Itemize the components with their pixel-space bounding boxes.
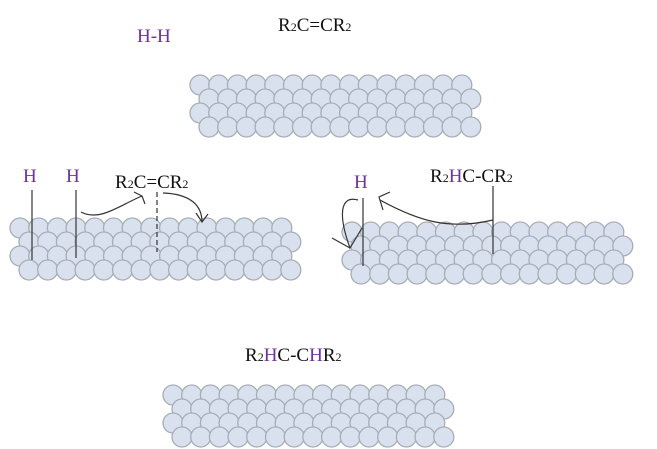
metal-atom bbox=[217, 116, 239, 138]
metal-atom bbox=[93, 259, 115, 281]
catalyst-surface-4 bbox=[162, 384, 455, 448]
metal-atom bbox=[74, 259, 96, 281]
metal-atom bbox=[273, 116, 295, 138]
adsorbed-hydrogen: H bbox=[354, 172, 368, 193]
metal-atom bbox=[254, 116, 276, 138]
metal-atom bbox=[291, 116, 314, 138]
metal-atom bbox=[167, 259, 190, 281]
metal-atom bbox=[235, 116, 258, 138]
arrowhead bbox=[378, 191, 391, 211]
metal-atom bbox=[347, 116, 370, 138]
metal-atom bbox=[283, 426, 305, 448]
metal-atom bbox=[55, 259, 78, 281]
arrow-curve bbox=[379, 199, 494, 225]
alkene-label: R2C=CR2 bbox=[278, 15, 351, 36]
metal-atom bbox=[385, 116, 407, 138]
metal-atom bbox=[574, 263, 597, 285]
metal-atom bbox=[261, 259, 283, 281]
metal-atom bbox=[425, 263, 447, 285]
adsorbed-alkene-label: R2C=CR2 bbox=[115, 172, 188, 193]
arrowhead bbox=[195, 212, 209, 224]
metal-atom bbox=[186, 259, 208, 281]
adsorbed-hydrogen-left: H bbox=[23, 166, 37, 187]
metal-atom bbox=[358, 426, 380, 448]
metal-atom bbox=[406, 263, 428, 285]
metal-atom bbox=[329, 116, 351, 138]
step3-bonds bbox=[331, 186, 494, 266]
adsorbed-hydrogen-right: H bbox=[66, 166, 80, 187]
metal-atom bbox=[111, 259, 134, 281]
metal-atom bbox=[190, 426, 212, 448]
metal-atom bbox=[208, 426, 231, 448]
metal-atom bbox=[377, 426, 399, 448]
metal-atom bbox=[441, 116, 463, 138]
metal-atom bbox=[350, 263, 372, 285]
metal-atom bbox=[310, 116, 332, 138]
metal-atom bbox=[443, 263, 466, 285]
metal-atom bbox=[339, 426, 361, 448]
metal-atom bbox=[462, 263, 484, 285]
metal-atom bbox=[366, 116, 388, 138]
arrow-curve bbox=[162, 192, 203, 223]
metal-atom bbox=[422, 116, 445, 138]
metal-atom bbox=[460, 116, 482, 138]
metal-atom bbox=[612, 263, 634, 285]
metal-atom bbox=[224, 259, 246, 281]
metal-atom bbox=[481, 263, 503, 285]
metal-atom bbox=[404, 116, 426, 138]
hydrogen-molecule-label: H-H bbox=[137, 26, 171, 47]
metal-atom bbox=[130, 259, 152, 281]
metal-atom bbox=[499, 263, 522, 285]
catalyst-surface-3 bbox=[341, 221, 634, 285]
arrow-curve bbox=[80, 195, 143, 216]
metal-atom bbox=[414, 426, 436, 448]
metal-atom bbox=[264, 426, 287, 448]
metal-atom bbox=[227, 426, 249, 448]
metal-atom bbox=[556, 263, 578, 285]
metal-atom bbox=[302, 426, 324, 448]
catalyst-surface-2 bbox=[9, 217, 302, 281]
metal-atom bbox=[149, 259, 171, 281]
half-hydrogenated-intermediate-label: R2HC-CR2 bbox=[430, 166, 513, 187]
metal-atom bbox=[198, 116, 220, 138]
metal-atom bbox=[320, 426, 343, 448]
metal-atom bbox=[280, 259, 302, 281]
metal-atom bbox=[518, 263, 540, 285]
step2-bonds bbox=[31, 190, 209, 260]
alkane-label: R2HC-CHR2 bbox=[245, 345, 342, 366]
metal-atom bbox=[242, 259, 265, 281]
metal-atom bbox=[171, 426, 193, 448]
metal-atom bbox=[593, 263, 615, 285]
metal-atom bbox=[246, 426, 268, 448]
metal-atom bbox=[369, 263, 391, 285]
arrowhead bbox=[133, 191, 146, 205]
catalyst-surface-1 bbox=[189, 74, 482, 138]
metal-atom bbox=[537, 263, 559, 285]
metal-atom bbox=[387, 263, 410, 285]
metal-atom bbox=[205, 259, 227, 281]
metal-atom bbox=[37, 259, 59, 281]
metal-atom bbox=[433, 426, 455, 448]
metal-atom bbox=[395, 426, 418, 448]
metal-atom bbox=[18, 259, 40, 281]
arrowhead bbox=[331, 237, 351, 249]
